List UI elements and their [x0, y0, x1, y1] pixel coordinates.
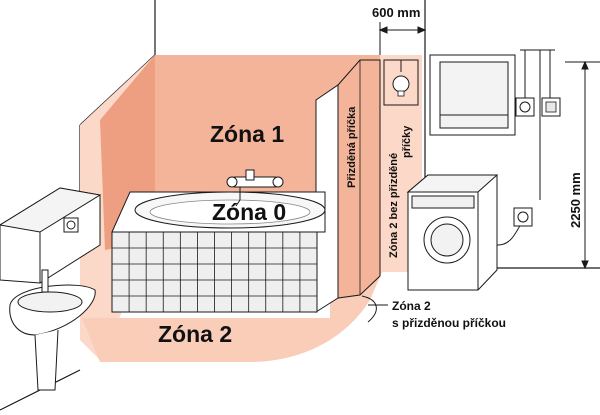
width-dimension	[378, 22, 427, 55]
zone2-no-partition-line2: příčky	[401, 125, 413, 158]
partition-label: Přizděná příčka	[346, 106, 358, 188]
light-bulb-icon	[383, 59, 419, 106]
zone0-label: Zóna 0	[212, 199, 286, 225]
mirror-cabinet	[0, 187, 102, 284]
bathtub-tiled-front	[111, 231, 318, 313]
socket-upper	[515, 97, 535, 117]
width-dimension-label: 600 mm	[372, 5, 420, 20]
zone2-no-partition-line1: Zóna 2 bez přizděné	[388, 153, 400, 258]
light-switch	[541, 97, 561, 117]
zone1-label: Zóna 1	[210, 121, 284, 147]
socket-lower	[513, 207, 533, 227]
partition-wall	[315, 59, 381, 313]
faucet	[226, 169, 284, 207]
zone2-label: Zóna 2	[158, 321, 232, 347]
zone2-floor-area	[82, 272, 382, 362]
height-dimension-label: 2250 mm	[568, 172, 583, 228]
wall-cabinet	[429, 54, 516, 136]
zone2-with-partition-line2: s přizděnou příčkou	[392, 316, 506, 330]
zone2-with-partition-line1: Zóna 2	[392, 299, 431, 313]
height-dimension	[565, 60, 600, 270]
zone2-boundary-arc	[361, 295, 377, 323]
washing-machine	[406, 174, 499, 291]
bathtub	[111, 191, 326, 233]
washbasin	[9, 269, 96, 391]
